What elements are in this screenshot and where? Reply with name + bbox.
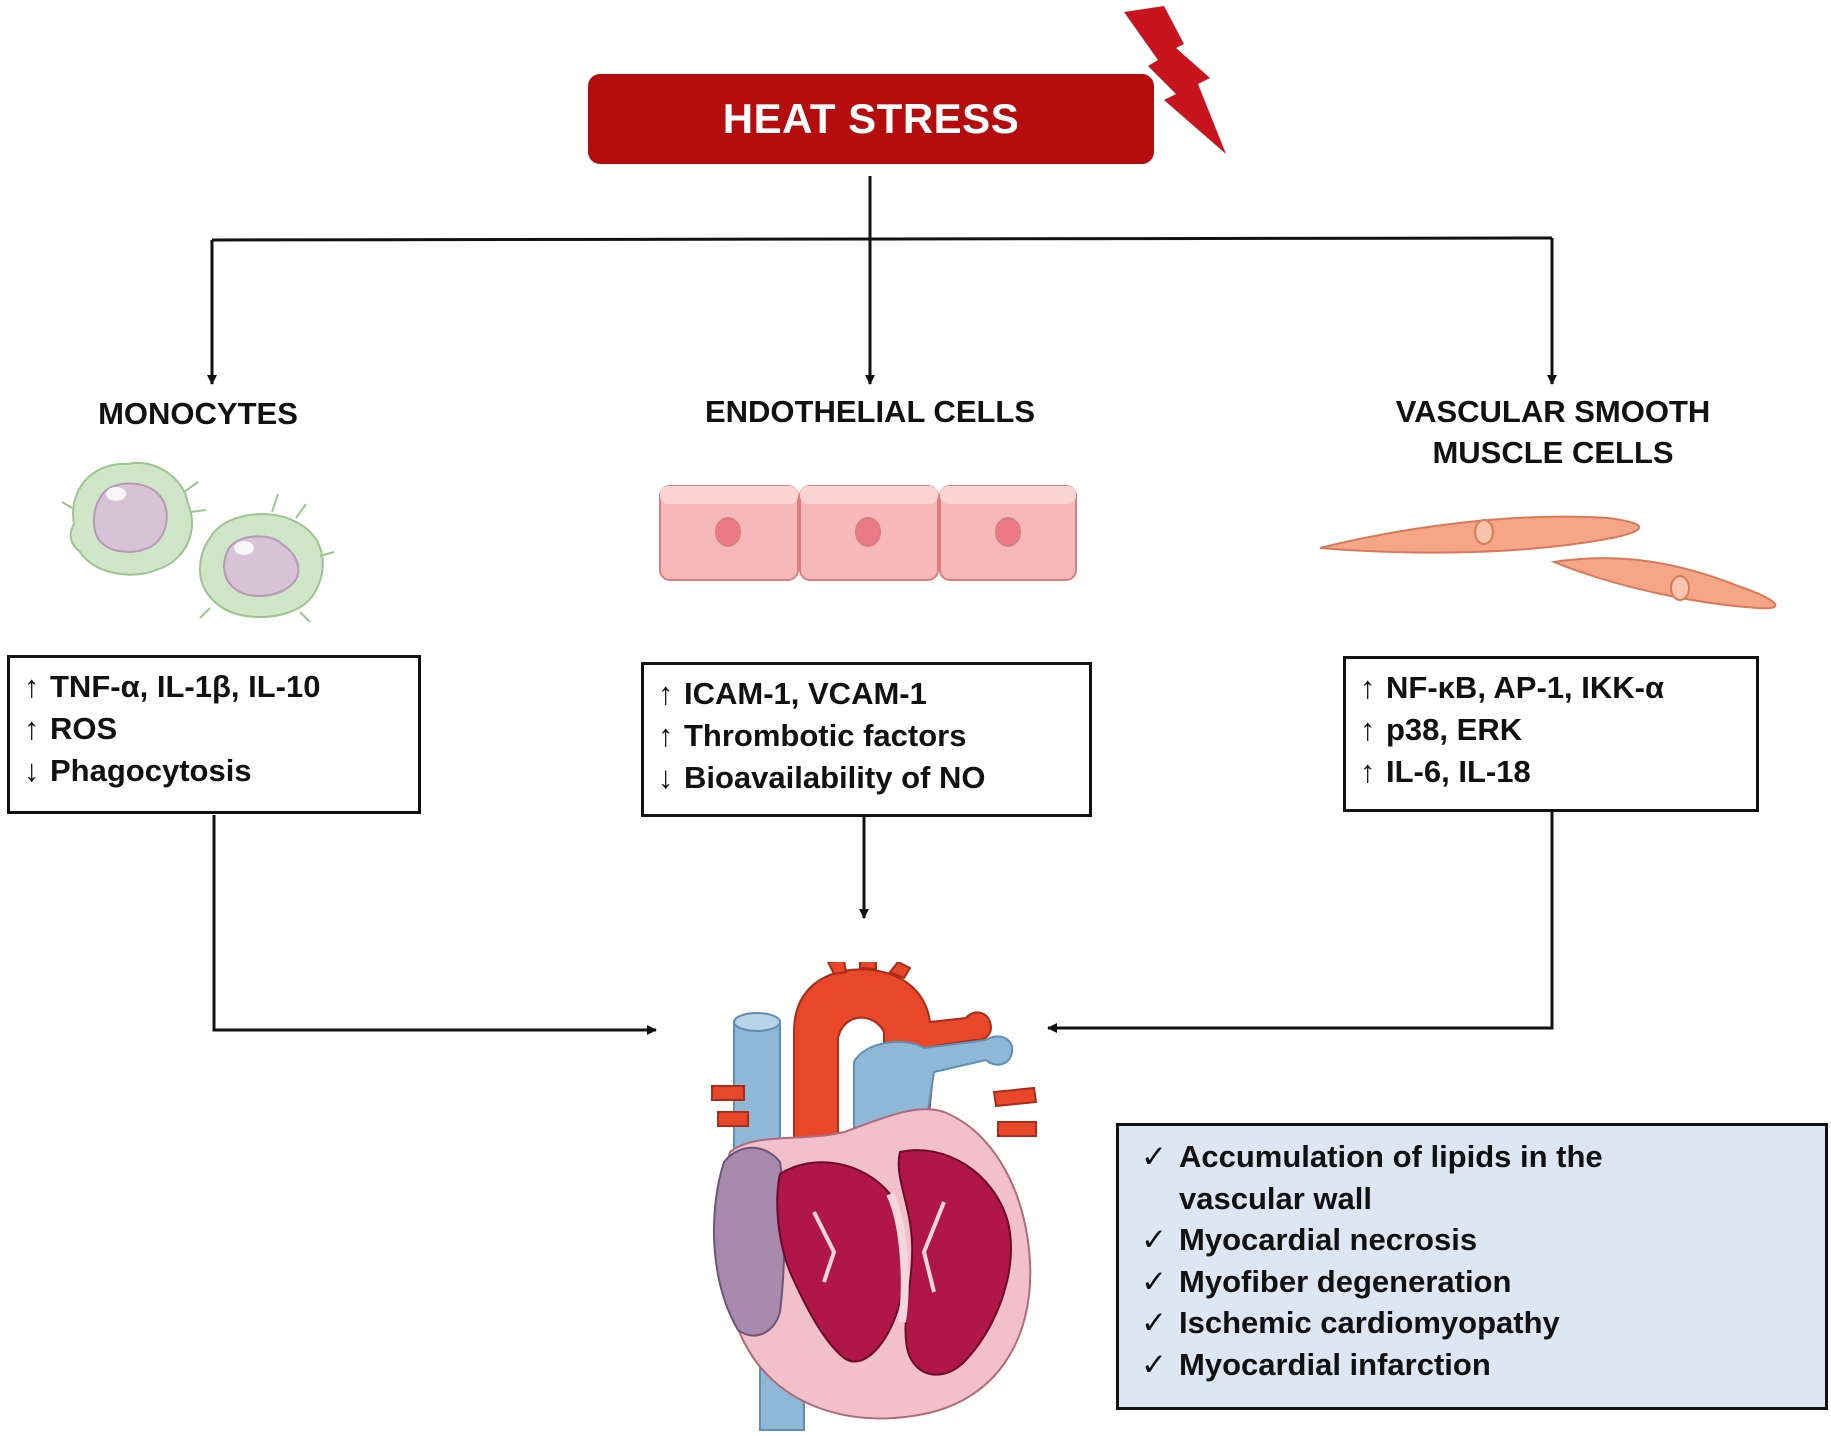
outcome-item: ✓ Ischemic cardiomyopathy — [1141, 1302, 1803, 1344]
vsmc-title-line-2: MUSCLE CELLS — [1432, 435, 1674, 470]
outcome-item: ✓ Myocardial infarction — [1141, 1344, 1803, 1386]
effect-text: TNF-α, IL-1β, IL-10 — [50, 669, 321, 704]
endothelial-title: ENDOTHELIAL CELLS — [630, 391, 1110, 432]
endothelial-title-line: ENDOTHELIAL CELLS — [704, 394, 1036, 429]
check-icon: ✓ — [1141, 1305, 1167, 1340]
endothelial-effects-box: ↑ ICAM-1, VCAM-1 ↑ Thrombotic factors ↓ Bio… — [641, 662, 1092, 817]
up-arrow-icon: ↑ — [1360, 670, 1376, 705]
outcome-text: Ischemic cardiomyopathy — [1179, 1305, 1560, 1340]
up-arrow-icon: ↑ — [658, 718, 674, 753]
up-arrow-icon: ↑ — [24, 711, 40, 746]
monocytes-title-line: MONOCYTES — [98, 396, 298, 431]
arrow-monocytes-to-heart — [212, 815, 657, 1035]
monocytes-effects-box: ↑ TNF-α, IL-1β, IL-10 ↑ ROS ↓ Phagocytosis — [7, 655, 421, 814]
outcome-item: ✓ Myofiber degeneration — [1141, 1261, 1803, 1303]
heart-illustration — [711, 962, 1038, 1431]
outcomes-box: ✓ Accumulation of lipids in the vascular … — [1116, 1123, 1828, 1410]
arrow-vsmc-to-heart — [1047, 812, 1554, 1033]
outcome-item: ✓ Myocardial necrosis — [1141, 1219, 1803, 1261]
outcome-text: Myofiber degeneration — [1179, 1263, 1512, 1299]
outcome-text: Myocardial infarction — [1179, 1346, 1491, 1382]
effect-text: Bioavailability of NO — [684, 760, 986, 795]
effect-row: ↑ IL-6, IL-18 — [1360, 751, 1742, 793]
heat-stress-title: HEAT STRESS — [722, 95, 1020, 142]
effect-row: ↑ p38, ERK — [1360, 709, 1742, 751]
outcome-text: Accumulation of lipids in the — [1179, 1139, 1603, 1174]
heat-stress-banner: HEAT STRESS — [588, 74, 1154, 164]
endothelial-cells-illustration — [659, 485, 1077, 581]
effect-text: Phagocytosis — [50, 753, 252, 788]
effect-text: ICAM-1, VCAM-1 — [684, 676, 927, 711]
outcome-item-continued: vascular wall — [1141, 1178, 1803, 1220]
effect-text: Thrombotic factors — [684, 718, 967, 753]
vsmc-effects-box: ↑ NF-κB, AP-1, IKK-α ↑ p38, ERK ↑ IL-6, IL-… — [1343, 656, 1759, 812]
effect-row: ↓ Bioavailability of NO — [658, 757, 1075, 799]
lightning-bolt-icon — [1124, 6, 1226, 154]
up-arrow-icon: ↑ — [24, 669, 40, 704]
vsmc-title-line-1: VASCULAR SMOOTH — [1395, 394, 1711, 429]
effect-row: ↑ TNF-α, IL-1β, IL-10 — [24, 666, 404, 708]
monocytes-title: MONOCYTES — [38, 393, 358, 434]
effect-row: ↓ Phagocytosis — [24, 750, 404, 792]
outcome-text: Myocardial necrosis — [1179, 1222, 1478, 1257]
effect-row: ↑ Thrombotic factors — [658, 715, 1075, 757]
branch-bar — [211, 236, 1553, 242]
down-arrow-icon: ↓ — [24, 753, 40, 788]
monocytes-illustration — [61, 461, 335, 623]
vsmc-title: VASCULAR SMOOTH MUSCLE CELLS — [1330, 391, 1776, 473]
effect-row: ↑ ROS — [24, 708, 404, 750]
check-icon: ✓ — [1141, 1139, 1167, 1174]
effect-text: NF-κB, AP-1, IKK-α — [1386, 670, 1665, 705]
check-icon: ✓ — [1141, 1222, 1167, 1257]
effect-row: ↑ NF-κB, AP-1, IKK-α — [1360, 667, 1742, 709]
outcome-text: vascular wall — [1179, 1180, 1373, 1216]
effect-text: IL-6, IL-18 — [1386, 754, 1531, 789]
up-arrow-icon: ↑ — [658, 676, 674, 711]
check-icon: ✓ — [1141, 1263, 1167, 1299]
effect-text: ROS — [50, 711, 118, 746]
effect-row: ↑ ICAM-1, VCAM-1 — [658, 673, 1075, 715]
up-arrow-icon: ↑ — [1360, 754, 1376, 789]
outcome-item: ✓ Accumulation of lipids in the — [1141, 1136, 1803, 1178]
up-arrow-icon: ↑ — [1360, 712, 1376, 747]
down-arrow-icon: ↓ — [658, 760, 674, 795]
effect-text: p38, ERK — [1386, 712, 1523, 747]
smooth-muscle-cells-illustration — [1319, 515, 1777, 610]
check-icon: ✓ — [1141, 1346, 1167, 1382]
